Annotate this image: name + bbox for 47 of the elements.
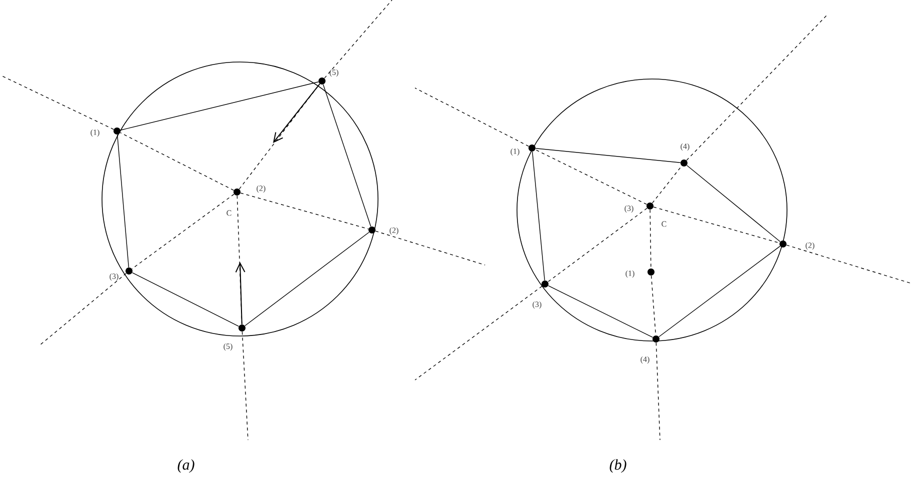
point-label: C [662, 221, 666, 227]
point-label: (3) [624, 205, 634, 213]
dashed-line [650, 209, 652, 269]
polygon-side [322, 84, 372, 227]
panel-caption: (b) [610, 459, 626, 473]
dashed-line [656, 342, 660, 440]
point-label: (4) [640, 356, 650, 364]
point-label: (3) [532, 301, 542, 309]
polygon-side [548, 285, 654, 338]
point-label: (2) [806, 242, 814, 250]
dashed-line [548, 208, 648, 282]
dashed-line [40, 273, 126, 346]
point-label: (2) [256, 185, 266, 193]
dashed-line [240, 192, 369, 230]
polygon-side [535, 148, 681, 163]
point-label: (3) [110, 273, 118, 281]
point-label: C [226, 210, 232, 216]
dashed-line [786, 244, 910, 284]
polygon-side [532, 151, 545, 281]
polygon-side [244, 232, 370, 326]
dashed-line [534, 149, 648, 205]
polygon-side [686, 165, 780, 242]
dashed-line [132, 194, 234, 270]
dashed-line [120, 132, 234, 191]
dashed-line [0, 74, 114, 130]
polygon-side [658, 246, 780, 338]
dashed-line [242, 331, 248, 440]
polygon-side [120, 82, 319, 130]
dashed-line [414, 88, 530, 147]
point-label: (1) [626, 270, 634, 278]
polygon-side [132, 272, 240, 327]
point-label: (5) [224, 343, 232, 351]
point-label: (2) [390, 227, 398, 235]
direction-arrow [273, 83, 320, 143]
point-label: (1) [90, 129, 100, 137]
dashed-line [652, 166, 682, 204]
dashed-line [414, 286, 542, 380]
dashed-line [653, 206, 780, 244]
direction-arrow [235, 262, 246, 325]
dashed-line [324, 0, 392, 79]
panel-caption: (a) [178, 459, 194, 473]
polygon-side [116, 134, 130, 268]
point-label: (5) [330, 69, 338, 77]
dashed-line [686, 14, 828, 161]
point-label: (4) [680, 143, 690, 151]
dashed-line [375, 230, 486, 266]
point-label: (1) [510, 148, 520, 156]
